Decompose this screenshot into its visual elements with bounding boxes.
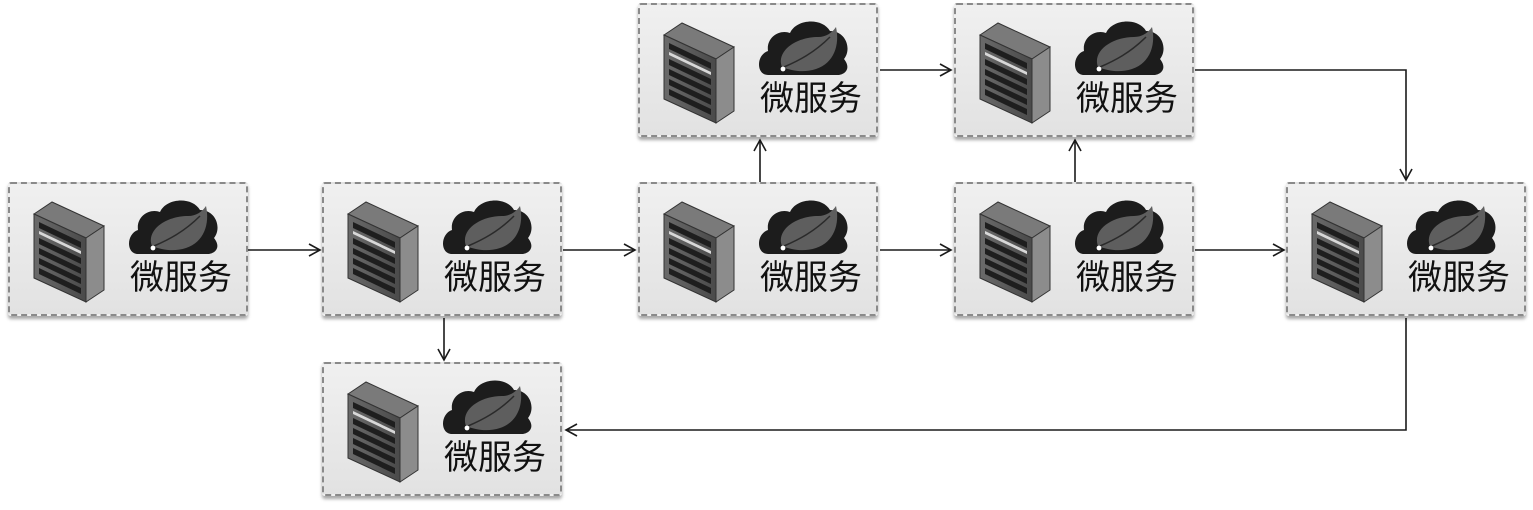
node-a: 微服务 bbox=[8, 182, 248, 316]
server-icon bbox=[1310, 201, 1384, 303]
spring-cloud-icon bbox=[1075, 21, 1164, 75]
spring-cloud-icon bbox=[443, 380, 532, 434]
server-icon bbox=[346, 381, 420, 483]
node-label: 微服务 bbox=[760, 258, 862, 298]
spring-cloud-icon bbox=[759, 21, 848, 75]
node-h: 微服务 bbox=[322, 362, 562, 496]
server-icon bbox=[32, 201, 106, 303]
node-d: 微服务 bbox=[954, 182, 1194, 316]
node-b: 微服务 bbox=[322, 182, 562, 316]
spring-cloud-icon bbox=[1407, 200, 1496, 254]
spring-cloud-icon bbox=[1075, 200, 1164, 254]
server-icon bbox=[662, 22, 736, 124]
node-label: 微服务 bbox=[444, 258, 546, 298]
spring-cloud-icon bbox=[759, 200, 848, 254]
node-label: 微服务 bbox=[1408, 258, 1510, 298]
edge-e-h bbox=[564, 318, 1407, 437]
spring-cloud-icon bbox=[443, 200, 532, 254]
server-icon bbox=[346, 201, 420, 303]
node-label: 微服务 bbox=[444, 438, 546, 478]
node-label: 微服务 bbox=[760, 79, 862, 119]
node-e: 微服务 bbox=[1286, 182, 1526, 316]
node-c: 微服务 bbox=[638, 182, 878, 316]
node-label: 微服务 bbox=[1076, 79, 1178, 119]
server-icon bbox=[978, 201, 1052, 303]
node-g: 微服务 bbox=[954, 3, 1194, 137]
node-label: 微服务 bbox=[1076, 258, 1178, 298]
edge-g-e bbox=[1195, 69, 1413, 182]
node-label: 微服务 bbox=[130, 258, 232, 298]
spring-cloud-icon bbox=[129, 200, 218, 254]
server-icon bbox=[662, 201, 736, 303]
node-f: 微服务 bbox=[638, 3, 878, 137]
server-icon bbox=[978, 22, 1052, 124]
